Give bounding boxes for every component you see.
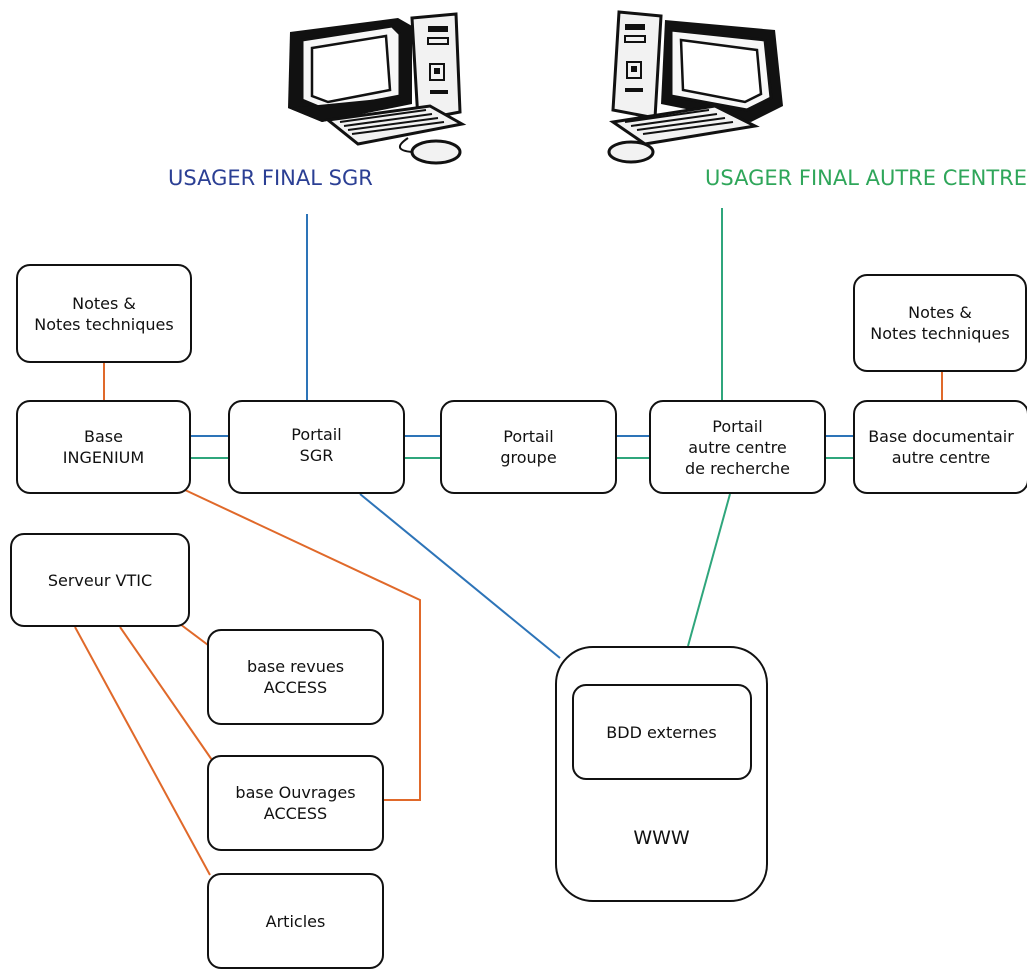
node-bdd-externes: BDD externes <box>571 684 752 780</box>
node-label: Notes techniques <box>34 314 174 334</box>
node-label: ACCESS <box>263 804 328 823</box>
node-label: Base <box>84 427 123 446</box>
node-base-ingenium: Base INGENIUM <box>16 400 191 494</box>
node-notes-techniques-right: Notes & Notes techniques <box>853 274 1027 372</box>
node-label: autre centre <box>688 437 787 457</box>
node-label: Portail <box>291 425 342 444</box>
node-serveur-vtic: Serveur VTIC <box>10 533 190 627</box>
node-label: Notes techniques <box>870 324 1010 343</box>
node-label: INGENIUM <box>62 448 145 467</box>
node-label: WWW <box>633 827 690 849</box>
node-label: ACCESS <box>263 678 328 697</box>
node-label: BDD externes <box>606 722 717 742</box>
node-label: base revues <box>246 657 345 676</box>
computer-icon <box>607 10 783 164</box>
node-portail-sgr: Portail SGR <box>228 400 405 494</box>
node-label: Serveur VTIC <box>47 570 153 590</box>
computer-icon <box>288 12 467 165</box>
node-www: BDD externes WWW <box>555 646 768 902</box>
link-vtic-articles <box>74 626 211 876</box>
node-label: base Ouvrages <box>235 783 356 802</box>
node-portail-groupe: Portail groupe <box>440 400 617 494</box>
node-base-documentaire-autre-centre: Base documentair autre centre <box>853 400 1027 494</box>
node-label: Notes & <box>72 293 136 313</box>
user-label-sgr: USAGER FINAL SGR <box>168 166 373 190</box>
node-label: Portail <box>503 427 554 446</box>
node-label: autre centre <box>891 448 991 467</box>
node-label: groupe <box>500 448 557 467</box>
link-portail-autre-www <box>687 493 731 647</box>
node-notes-techniques-left: Notes & Notes techniques <box>16 264 192 363</box>
node-label: Notes & <box>908 303 972 322</box>
link-portail-sgr-www <box>359 493 561 659</box>
user-label-autre-centre: USAGER FINAL AUTRE CENTRE <box>705 166 1027 190</box>
node-label: Base documentair <box>868 427 1014 446</box>
link-ingenium-ouvrages <box>184 489 421 801</box>
node-label: SGR <box>299 446 334 465</box>
node-articles: Articles <box>207 873 384 969</box>
node-portail-autre-centre: Portail autre centre de recherche <box>649 400 826 494</box>
node-base-revues-access: base revues ACCESS <box>207 629 384 725</box>
node-label: Articles <box>265 911 326 931</box>
node-base-ouvrages-access: base Ouvrages ACCESS <box>207 755 384 851</box>
link-vtic-ouvrages <box>119 626 213 761</box>
node-label: de recherche <box>685 458 790 478</box>
node-label: Portail <box>712 416 763 436</box>
link-vtic-revues <box>179 623 209 646</box>
